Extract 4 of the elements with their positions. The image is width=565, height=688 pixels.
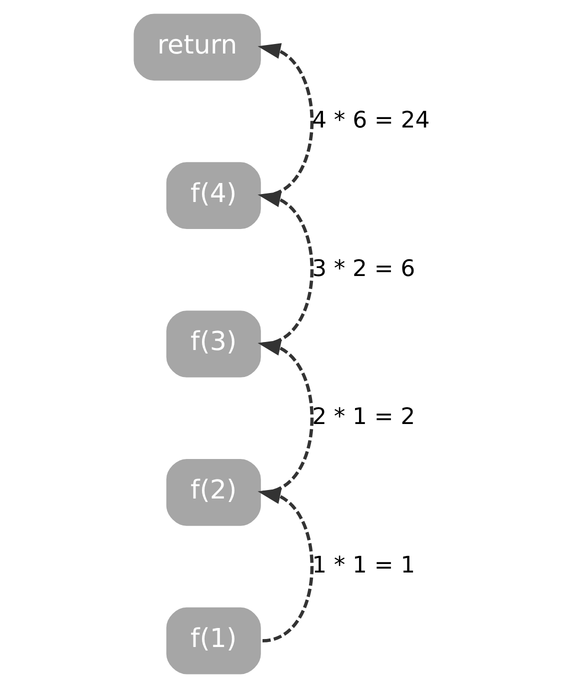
edge-label: 3 * 2 = 6 (312, 256, 416, 282)
edge-label: 1 * 1 = 1 (312, 552, 416, 579)
edge-label: 4 * 6 = 24 (312, 107, 430, 134)
edge-label: 2 * 1 = 2 (312, 404, 416, 430)
